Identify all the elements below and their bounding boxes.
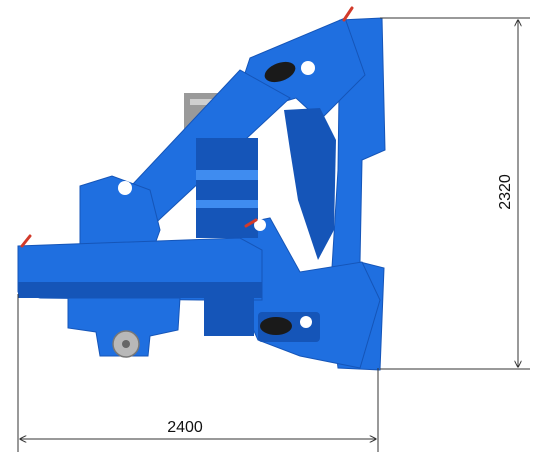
lower-block <box>67 297 181 357</box>
top-hole <box>301 61 315 75</box>
pivot-pin-icon <box>260 317 292 335</box>
gearbox <box>204 292 254 336</box>
turret <box>196 138 258 238</box>
base-beam-shadow <box>18 282 262 298</box>
shoulder-hole <box>118 181 132 195</box>
dimension-height: 2320 <box>380 17 530 370</box>
rear-bracket-slot <box>190 99 212 105</box>
handles <box>20 6 354 248</box>
turret-band-lower <box>196 200 258 208</box>
machine-body <box>17 17 386 371</box>
height-label: 2320 <box>497 174 514 210</box>
width-label: 2400 <box>167 419 203 436</box>
lifting-handle-icon <box>20 234 32 248</box>
hinge-hub-center <box>122 340 130 348</box>
pins <box>112 61 315 358</box>
lifting-handle-icon <box>342 6 354 22</box>
pivot-pin-icon <box>264 61 296 83</box>
lifting-handle-icon <box>244 218 258 228</box>
lower-right-hole <box>300 316 312 328</box>
turret-band <box>196 170 258 180</box>
link-hole <box>254 219 266 231</box>
dimension-width: 2400 <box>17 294 379 452</box>
inner-link <box>284 108 336 260</box>
